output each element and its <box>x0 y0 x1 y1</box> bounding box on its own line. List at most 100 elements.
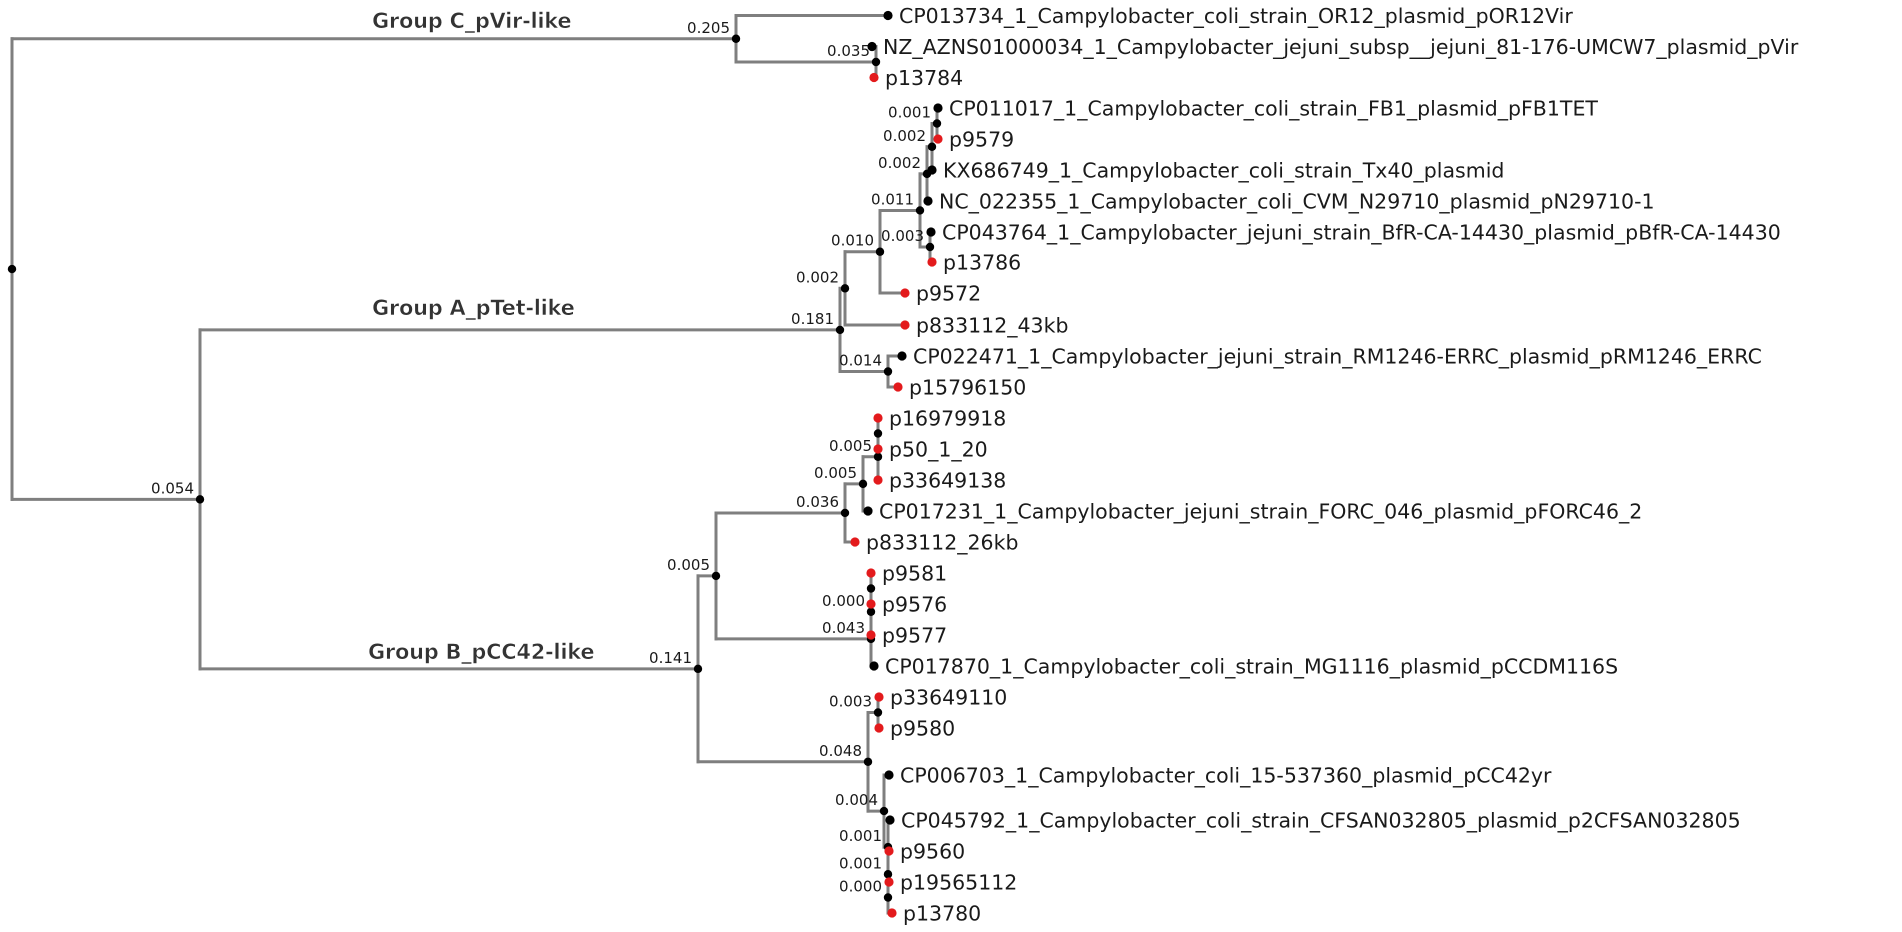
internal-node-dot <box>883 893 893 902</box>
reference-leaf-dot <box>883 10 893 21</box>
reference-leaf-dot <box>933 103 943 113</box>
support-value: 0.048 <box>819 742 862 760</box>
leaf-label: p9579 <box>949 128 1014 152</box>
support-value: 0.004 <box>835 791 878 809</box>
leaf-label: p19565112 <box>900 871 1017 895</box>
support-value: 0.014 <box>839 352 882 370</box>
leaf-label: CP011017_1_Campylobacter_coli_strain_FB1… <box>949 97 1598 122</box>
internal-node-dot <box>866 607 876 616</box>
support-value: 0.000 <box>839 878 882 896</box>
reference-leaf-dot <box>926 227 936 237</box>
study-leaf-dot <box>866 630 876 640</box>
support-value: 0.000 <box>822 592 865 610</box>
node-markers <box>7 10 943 918</box>
leaf-label: p13784 <box>885 66 963 90</box>
study-leaf-dot <box>884 846 894 856</box>
study-leaf-dot <box>900 320 910 330</box>
leaf-label: CP013734_1_Campylobacter_coli_strain_OR1… <box>899 4 1573 29</box>
leaf-label: p15796150 <box>909 376 1026 400</box>
study-leaf-dot <box>893 382 903 392</box>
internal-node-dot <box>840 284 850 293</box>
support-value: 0.205 <box>687 19 730 37</box>
leaf-label: CP006703_1_Campylobacter_coli_15-537360_… <box>900 764 1552 789</box>
study-leaf-dot <box>866 568 876 578</box>
leaf-label: p9577 <box>882 624 947 648</box>
internal-node-dot <box>863 757 873 766</box>
support-value: 0.001 <box>839 827 882 845</box>
leaf-label: p9560 <box>900 840 965 864</box>
internal-node-dot <box>731 34 741 43</box>
study-leaf-dot <box>869 72 879 83</box>
internal-node-dot <box>925 242 935 252</box>
reference-leaf-dot <box>923 196 933 206</box>
leaf-label: p9580 <box>890 717 955 741</box>
reference-leaf-dot <box>927 165 937 175</box>
internal-node-dot <box>7 264 17 274</box>
internal-node-dot <box>693 664 703 674</box>
reference-leaf-dot <box>867 41 877 52</box>
support-value: 0.003 <box>881 227 924 245</box>
internal-node-dot <box>873 452 883 461</box>
leaf-label: p13780 <box>903 902 981 926</box>
study-leaf-dot <box>850 537 860 547</box>
internal-node-dot <box>840 508 850 518</box>
support-value: 0.002 <box>796 268 839 286</box>
internal-node-dot <box>873 708 883 717</box>
support-value: 0.003 <box>829 693 872 711</box>
support-value: 0.036 <box>796 493 839 511</box>
group-label-grpB: Group B_pCC42-like <box>368 640 594 664</box>
tree-branches <box>10 14 940 915</box>
leaf-label: NC_022355_1_Campylobacter_coli_CVM_N2971… <box>939 190 1655 215</box>
study-leaf-dot <box>866 599 876 609</box>
study-leaf-dot <box>887 908 897 918</box>
leaf-label: p9581 <box>882 562 947 586</box>
study-leaf-dot <box>873 475 883 485</box>
support-value: 0.002 <box>878 154 921 172</box>
leaf-label: p9576 <box>882 593 947 617</box>
internal-node-dot <box>883 870 893 879</box>
reference-leaf-dot <box>863 506 873 516</box>
leaf-label: CP022471_1_Campylobacter_jejuni_strain_R… <box>913 345 1762 370</box>
reference-leaf-dot <box>897 351 907 361</box>
internal-node-dot <box>711 571 721 581</box>
internal-node-dot <box>927 142 937 151</box>
leaf-label: p50_1_20 <box>889 438 988 463</box>
internal-node-dot <box>871 57 881 67</box>
support-value: 0.005 <box>667 556 710 574</box>
leaf-label: p13786 <box>943 251 1021 275</box>
support-value: 0.001 <box>888 104 931 122</box>
internal-node-dot <box>915 206 925 215</box>
study-leaf-dot <box>933 134 943 144</box>
support-value: 0.002 <box>883 127 926 145</box>
leaf-label: CP017870_1_Campylobacter_coli_strain_MG1… <box>885 655 1618 680</box>
support-value: 0.011 <box>871 190 914 208</box>
leaf-label: p833112_26kb <box>866 531 1019 556</box>
group-label-grpA: Group A_pTet-like <box>372 296 575 320</box>
internal-node-dot <box>879 806 889 816</box>
leaf-label: CP017231_1_Campylobacter_jejuni_strain_F… <box>879 500 1642 525</box>
internal-node-dot <box>883 367 893 376</box>
support-value: 0.010 <box>831 232 874 250</box>
support-value: 0.054 <box>151 479 194 497</box>
reference-leaf-dot <box>885 815 895 825</box>
leaf-label: CP043764_1_Campylobacter_jejuni_strain_B… <box>942 221 1781 246</box>
support-value: 0.035 <box>827 42 870 60</box>
internal-node-dot <box>835 325 845 335</box>
support-value: 0.181 <box>791 310 834 328</box>
support-value: 0.043 <box>822 619 865 637</box>
study-leaf-dot <box>873 444 883 454</box>
reference-leaf-dot <box>884 770 894 780</box>
support-value: 0.141 <box>649 649 692 667</box>
internal-node-dot <box>858 479 868 489</box>
support-value: 0.005 <box>814 464 857 482</box>
leaf-label: p16979918 <box>889 407 1006 431</box>
internal-node-dot <box>873 429 883 438</box>
internal-node-dot <box>866 584 876 593</box>
study-leaf-dot <box>874 723 884 733</box>
leaf-labels: CP013734_1_Campylobacter_coli_strain_OR1… <box>866 4 1799 926</box>
leaf-label: KX686749_1_Campylobacter_coli_strain_Tx4… <box>943 159 1504 184</box>
internal-node-dot <box>932 119 942 128</box>
study-leaf-dot <box>927 257 937 267</box>
leaf-label: NZ_AZNS01000034_1_Campylobacter_jejuni_s… <box>883 35 1799 60</box>
